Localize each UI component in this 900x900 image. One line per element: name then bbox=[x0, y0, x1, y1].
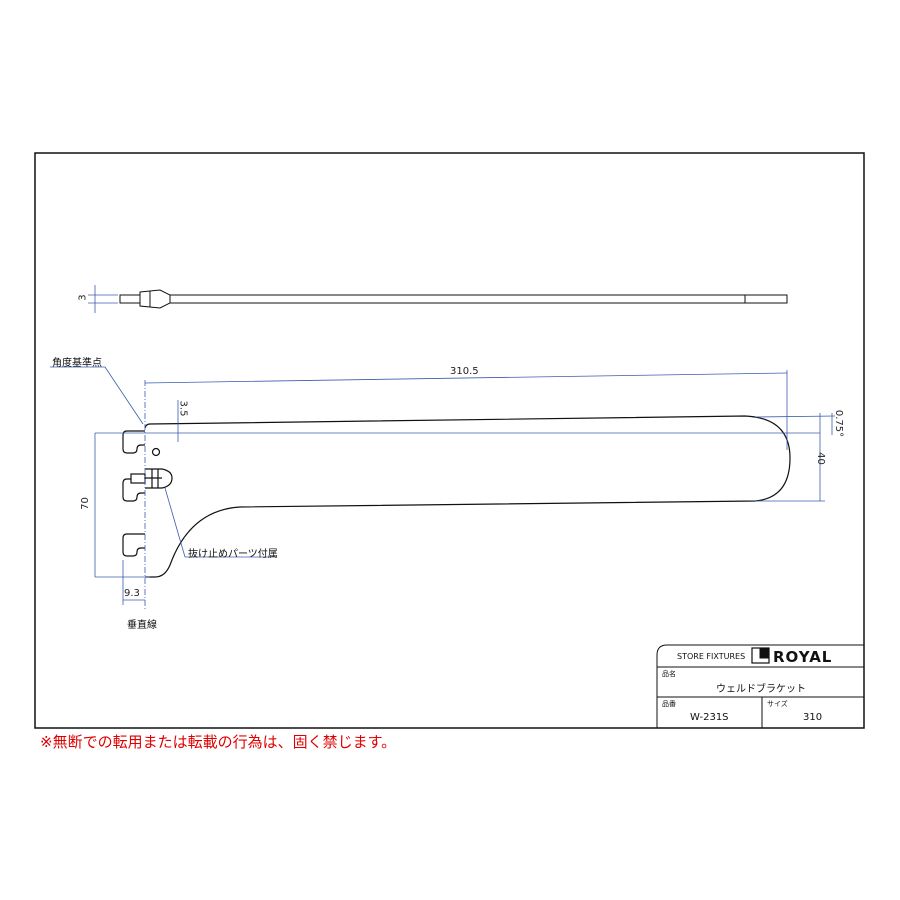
name-label: 品名 bbox=[662, 670, 676, 678]
stopper-part-label: 抜け止めパーツ付属 bbox=[188, 549, 278, 560]
angle-reference-label: 角度基準点 bbox=[52, 358, 102, 369]
height-label: 70 bbox=[79, 497, 91, 510]
brand-logo: ROYAL bbox=[773, 648, 833, 666]
company-label: STORE FIXTURES bbox=[677, 652, 746, 661]
title-block-lines bbox=[656, 644, 864, 728]
size-value: 310 bbox=[803, 712, 823, 723]
bracket-outline bbox=[122, 415, 791, 578]
thickness-dimension bbox=[88, 285, 118, 313]
top-offset-label: 3.5 bbox=[177, 400, 189, 417]
dimension-lines bbox=[50, 366, 836, 610]
copyright-notice: ※無断での転用または転載の行為は、固く禁じます。 bbox=[40, 733, 397, 751]
side-view bbox=[119, 289, 788, 309]
angle-label: 0.75° bbox=[833, 409, 845, 438]
hook-depth-label: 9.3 bbox=[124, 588, 140, 599]
end-height-label: 40 bbox=[814, 452, 826, 465]
size-label: サイズ bbox=[767, 700, 788, 708]
drawing-frame bbox=[34, 152, 865, 729]
vertical-line-label: 垂直線 bbox=[127, 620, 157, 631]
number-label: 品番 bbox=[662, 700, 676, 708]
name-value: ウェルドブラケット bbox=[716, 684, 806, 695]
length-label: 310.5 bbox=[450, 366, 479, 377]
number-value: W-231S bbox=[690, 712, 729, 723]
thickness-label: 3 bbox=[77, 294, 89, 301]
